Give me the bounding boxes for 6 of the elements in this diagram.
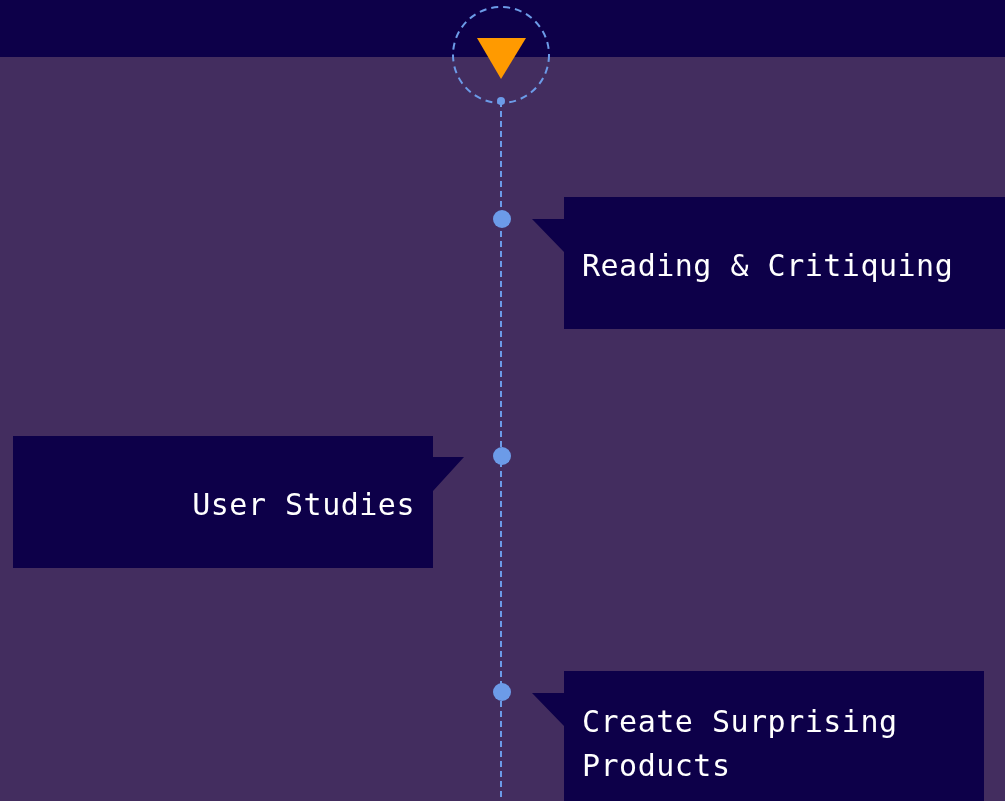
- callout-text: Create Surprising Products: [582, 703, 899, 785]
- callout-box: [13, 436, 464, 568]
- callout-box: [532, 671, 984, 801]
- callout-text: Reading & Critiquing: [582, 247, 955, 285]
- callout-text: User Studies: [191, 486, 415, 524]
- callout-box: [532, 197, 1005, 329]
